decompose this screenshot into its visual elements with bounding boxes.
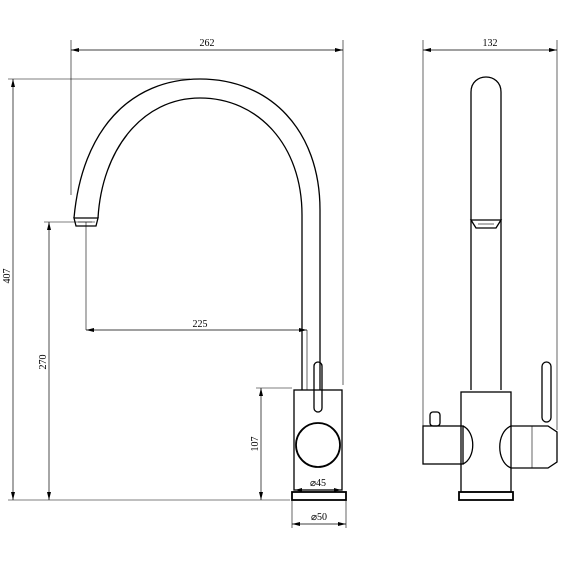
dim-base-dia-arrow-right	[338, 522, 346, 526]
side-valve-body	[422, 391, 558, 493]
dim-width-262-arrow-right	[335, 48, 343, 52]
dim-body-107-label: 107	[250, 437, 261, 452]
side-right-valve-block	[511, 425, 558, 469]
lever-handle-stem	[313, 361, 323, 413]
dim-spout-270-arrow-bottom	[47, 492, 51, 500]
spout	[73, 78, 321, 390]
base-plate	[291, 491, 347, 501]
dim-base-dia-arrow-left	[292, 522, 300, 526]
valve-body-cartridge	[295, 422, 341, 468]
dim-side-132-label: 132	[483, 38, 498, 49]
lever-handle	[313, 361, 323, 413]
dim-reach-225-label: 225	[193, 319, 208, 330]
side-spout-aerator	[469, 219, 503, 229]
dim-height-407-arrow-bottom	[11, 492, 15, 500]
dim-body-dia-label: ⌀45	[310, 478, 326, 489]
dim-reach-225-arrow-left	[86, 328, 94, 332]
side-base-plate	[458, 491, 514, 501]
valve-body-housing	[293, 389, 343, 491]
spout-outer-edge	[73, 78, 321, 390]
side-right-valve-cap	[499, 425, 512, 469]
dim-reach-225-arrow-right	[299, 328, 307, 332]
side-left-valve-cap	[462, 425, 474, 465]
dim-width-262-arrow-left	[71, 48, 79, 52]
dim-base-dia-label: ⌀50	[311, 512, 327, 523]
dim-height-407-label: 407	[2, 269, 13, 284]
dim-width-262-label: 262	[200, 38, 215, 49]
side-view: 132	[422, 38, 558, 501]
front-view: 262 407 270 225 107 ⌀45 ⌀50	[2, 38, 347, 528]
side-left-valve-knob	[429, 411, 441, 427]
valve-body	[293, 389, 343, 491]
side-spout-column-outline	[470, 76, 502, 390]
side-valve-housing	[460, 391, 512, 493]
dim-body-107-arrow-top	[259, 388, 263, 396]
side-left-valve-block	[422, 425, 464, 465]
dim-body-107-arrow-bottom	[259, 492, 263, 500]
dim-spout-270-label: 270	[38, 355, 49, 370]
side-spout-column	[469, 76, 503, 390]
dim-spout-270-arrow-top	[47, 222, 51, 230]
dim-side-132-arrow-left	[423, 48, 431, 52]
dim-side-132-arrow-right	[549, 48, 557, 52]
dim-height-407-arrow-top	[11, 79, 15, 87]
spout-aerator	[73, 217, 99, 227]
side-lever-handle	[541, 361, 552, 423]
spout-inner-edge	[97, 97, 303, 390]
